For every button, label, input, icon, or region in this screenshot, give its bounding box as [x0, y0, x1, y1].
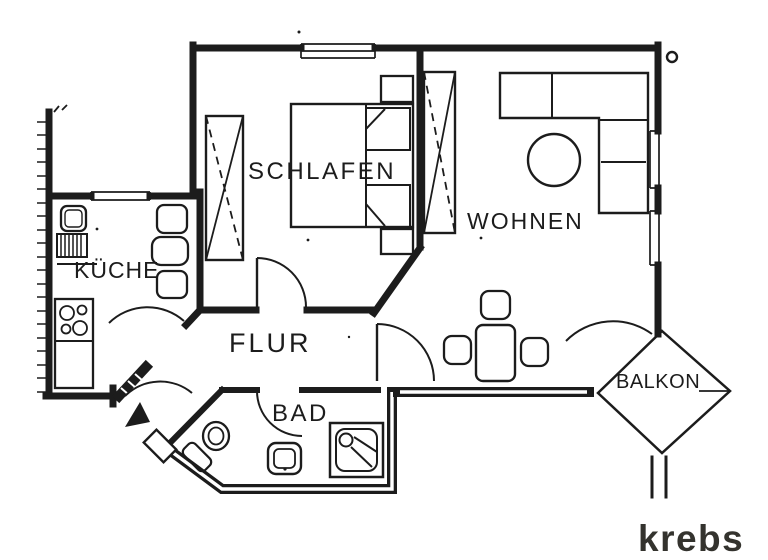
chair-right	[519, 336, 550, 368]
kitchen-cabinets	[150, 203, 190, 300]
logo-krebs: krebs	[638, 518, 744, 559]
washbasin	[266, 441, 303, 476]
shower	[328, 421, 385, 479]
entrance-arrow	[125, 402, 150, 427]
round-table	[526, 132, 582, 188]
room-label-kueche: KÜCHE	[74, 257, 160, 283]
door-arc-balkon	[565, 320, 653, 342]
walls	[42, 41, 662, 452]
door-arc-entrance	[124, 380, 193, 397]
window-wohnen-lower	[649, 210, 660, 266]
toilet	[181, 420, 231, 473]
door-arc-kueche	[108, 306, 185, 324]
corner-marker-circle	[665, 50, 679, 64]
chair-top	[479, 289, 512, 321]
wardrobe-wohnen	[422, 70, 457, 235]
double-bed	[289, 102, 415, 229]
party-wall-ticks	[37, 104, 68, 393]
room-label-schlafen: SCHLAFEN	[248, 158, 396, 185]
entrance-threshold	[142, 428, 178, 464]
wardrobe-schlafen	[204, 114, 245, 262]
scan-specks	[95, 30, 483, 339]
window-schlafen	[300, 43, 376, 59]
window-wohnen-upper	[649, 130, 660, 189]
room-label-wohnen: WOHNEN	[467, 208, 584, 234]
balcony	[596, 329, 732, 455]
corner-sofa	[498, 71, 650, 215]
dining-table	[474, 323, 517, 383]
stove	[53, 297, 95, 390]
kitchen-sink	[59, 204, 88, 233]
room-label-balkon: BALKON	[616, 371, 700, 393]
dining-set	[442, 289, 550, 383]
room-label-flur: FLUR	[229, 328, 312, 358]
door-arc-bad	[256, 390, 303, 437]
drainer	[56, 233, 88, 258]
room-label-bad: BAD	[272, 400, 329, 427]
nightstand-bottom	[379, 227, 415, 256]
door-arc-wohnen	[375, 323, 435, 382]
hatched-wall-spur	[111, 359, 154, 404]
double-walls	[165, 387, 668, 499]
nightstand-top	[379, 74, 415, 104]
door-arc-schlafen	[255, 257, 307, 308]
chair-left	[442, 334, 473, 366]
window-kueche	[90, 191, 151, 201]
